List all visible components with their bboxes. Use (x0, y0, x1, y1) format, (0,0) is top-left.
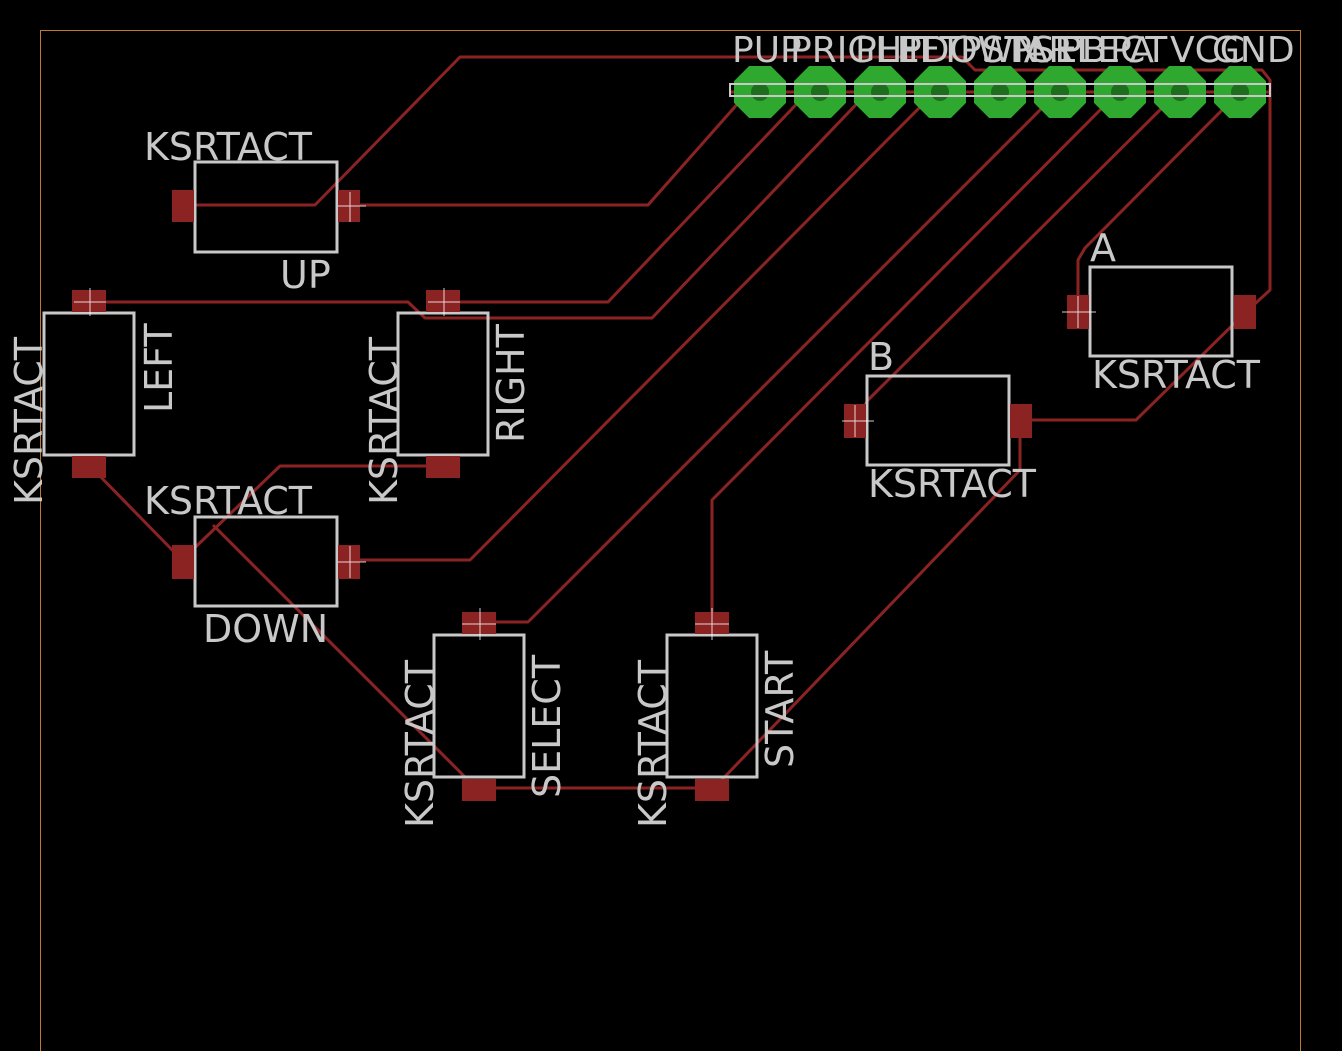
switch-left-pad-2 (72, 456, 106, 478)
header-pin-hole (931, 83, 949, 101)
trace-start (710, 90, 1120, 622)
header-pin-label: GND (1212, 30, 1295, 71)
switch-left-name: KSRTACT (7, 336, 51, 505)
switch-b-body (865, 374, 1011, 467)
switch-a-pad-2 (1234, 295, 1256, 329)
header-pin-label: PB (1060, 30, 1106, 71)
switch-start-pad-2 (695, 779, 729, 801)
trace-b-a (1020, 310, 1248, 422)
switch-down-value: DOWN (203, 607, 328, 651)
switch-up-value: UP (280, 253, 331, 297)
switch-start-value: START (758, 650, 802, 768)
switch-left-body (42, 311, 136, 457)
switch-a-name: KSRTACT (1092, 353, 1261, 397)
header-pin-label: PDOWN (900, 30, 1040, 71)
switch-select-name: KSRTACT (398, 659, 442, 828)
header-pin-hole (1171, 83, 1189, 101)
switch-a[interactable]: A KSRTACT (1067, 226, 1261, 397)
switch-b-name: KSRTACT (868, 462, 1037, 506)
trace-select (480, 90, 1060, 624)
header-pin-label: VCC (1170, 30, 1245, 71)
header-pin-label: PSTART (960, 30, 1094, 71)
trace-left-top (90, 90, 870, 320)
switch-select-body (432, 633, 526, 779)
switch-start[interactable]: KSRTACT START (631, 612, 802, 828)
header-pin-label: PLEFT (855, 30, 963, 71)
switch-a-body (1088, 265, 1234, 358)
header-pin-label: PSELECT (1010, 30, 1168, 71)
switch-right-body (396, 311, 490, 457)
trace-right-top (444, 90, 810, 304)
trace-down (350, 90, 937, 562)
header-pin-hole (871, 83, 889, 101)
header-pin-label: PA (1110, 30, 1154, 71)
header-pins (734, 66, 1266, 118)
switch-down-pad-1 (172, 545, 194, 579)
trace-left-down (88, 464, 184, 562)
switch-b-pad-2 (1010, 404, 1032, 438)
pad-crosshairs (74, 192, 1096, 640)
switch-down-body (193, 515, 339, 608)
switch-select-pad-2 (462, 779, 496, 801)
switch-down[interactable]: KSRTACT DOWN (144, 479, 360, 651)
switch-b-value: B (868, 335, 894, 379)
header-pin-label: PUP (732, 30, 802, 71)
switch-select-pad-1 (462, 612, 496, 634)
switch-left-value: LEFT (137, 323, 181, 413)
switch-left[interactable]: KSRTACT LEFT (7, 290, 181, 505)
switch-b[interactable]: B KSRTACT (844, 335, 1037, 506)
board-outline (40, 30, 1301, 1051)
switch-right[interactable]: KSRTACT RIGHT (362, 290, 533, 505)
header-pin-hole (811, 83, 829, 101)
header-outline (729, 83, 1271, 97)
switch-up[interactable]: KSRTACT UP (144, 125, 360, 297)
switch-right-pad-2 (426, 456, 460, 478)
switch-up-body (193, 160, 339, 254)
switch-up-pad-1 (172, 190, 194, 222)
switch-a-value: A (1090, 226, 1116, 270)
trace-a (1076, 90, 1242, 312)
header-pin-hole (751, 83, 769, 101)
switch-start-name: KSRTACT (631, 659, 675, 828)
switch-select-value: SELECT (525, 654, 569, 798)
switch-right-value: RIGHT (489, 323, 533, 443)
switch-right-name: KSRTACT (362, 336, 406, 505)
header-pin-hole (1051, 83, 1069, 101)
header-pin-hole (1111, 83, 1129, 101)
header-pin-hole (991, 83, 1009, 101)
switch-right-pad-1 (426, 290, 460, 312)
trace-gnd-top (182, 55, 1272, 314)
switch-left-pad-1 (72, 290, 106, 312)
switch-select[interactable]: KSRTACT SELECT (398, 612, 569, 828)
trace-down-select (211, 523, 468, 780)
trace-up (350, 91, 750, 207)
header-pin-hole (1231, 83, 1249, 101)
header-pin-label: PRIGHT (790, 30, 925, 71)
